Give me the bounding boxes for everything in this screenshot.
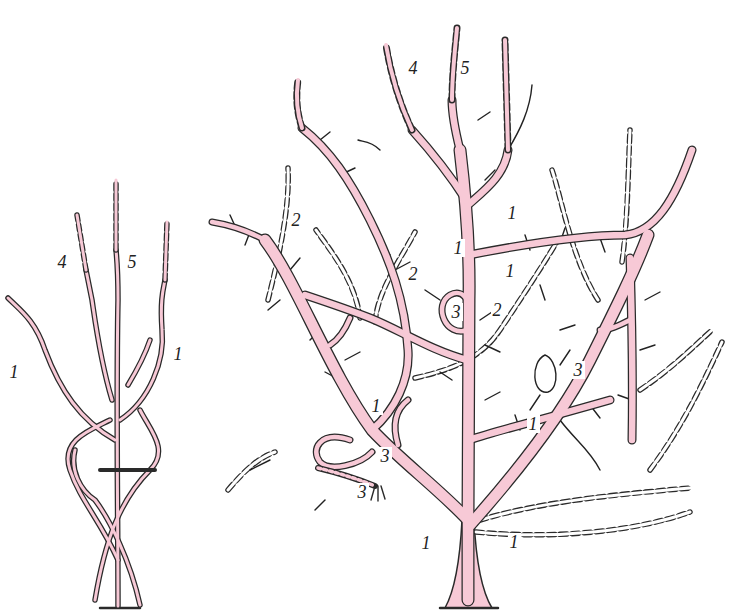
callout-number: 1 — [504, 262, 517, 280]
callout-number: 5 — [126, 253, 139, 271]
callout-number: 2 — [290, 211, 303, 229]
callout-number: 4 — [407, 59, 420, 77]
callout-number: 1 — [527, 415, 540, 433]
callout-number: 1 — [172, 345, 185, 363]
callout-number: 1 — [508, 533, 521, 551]
callout-number: 1 — [420, 534, 433, 552]
callout-number: 1 — [8, 363, 21, 381]
callout-number: 3 — [379, 447, 392, 465]
callout-number: 1 — [452, 239, 465, 257]
callout-number: 5 — [459, 59, 472, 77]
callout-number: 3 — [450, 303, 463, 321]
callout-number: 3 — [572, 361, 585, 379]
callout-number: 2 — [407, 265, 420, 283]
callout-number: 3 — [356, 483, 369, 501]
callout-number: 4 — [56, 253, 69, 271]
callout-number: 1 — [506, 204, 519, 222]
callout-number: 1 — [370, 397, 383, 415]
callout-number: 2 — [491, 301, 504, 319]
